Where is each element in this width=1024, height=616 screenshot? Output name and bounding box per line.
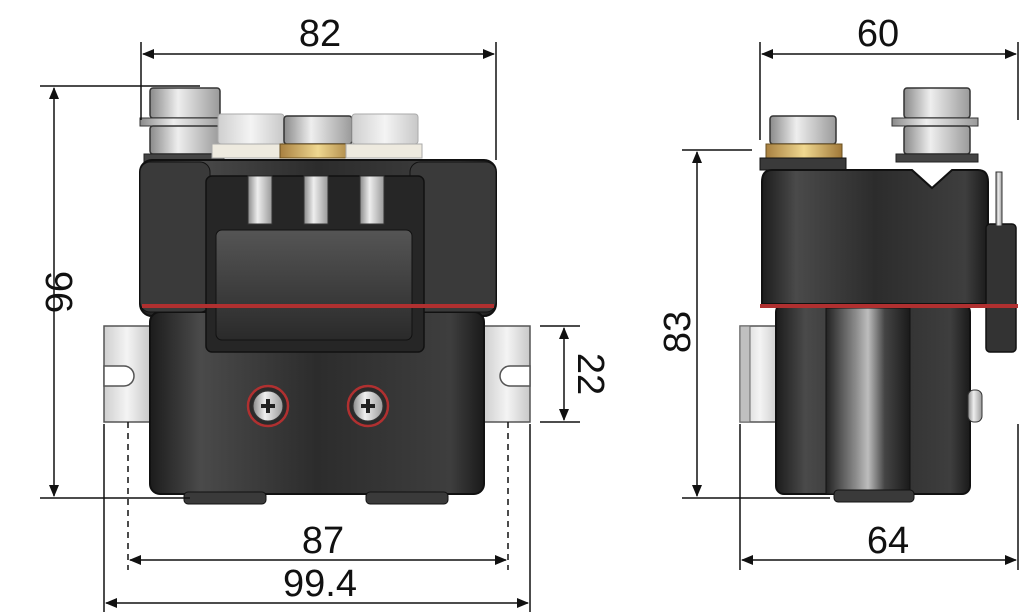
side-view: 60 83 64 <box>657 13 1019 570</box>
front-height-label: 96 <box>37 271 79 313</box>
bracket-width-label: 99.4 <box>283 563 357 605</box>
front-top-width-label: 82 <box>299 13 341 55</box>
side-height-label: 83 <box>657 311 699 353</box>
side-body <box>760 169 1018 503</box>
side-terminal-right <box>891 87 979 163</box>
front-body <box>139 159 497 505</box>
side-mounting-bracket <box>739 325 781 423</box>
front-screw-left <box>246 384 290 428</box>
front-mounting-bracket <box>103 325 531 423</box>
side-top-width-label: 60 <box>857 13 899 55</box>
side-terminal-left <box>759 115 847 171</box>
front-spade-terminals <box>247 175 385 225</box>
front-terminal-mid-left <box>211 113 289 159</box>
front-dimensions <box>40 42 580 612</box>
front-terminal-center <box>279 115 357 159</box>
front-terminal-left <box>139 87 225 163</box>
bracket-slot-height-label: 22 <box>569 353 611 395</box>
front-terminal-mid-right <box>345 113 423 159</box>
front-view: 82 96 22 87 99.4 <box>37 13 611 612</box>
hole-spacing-label: 87 <box>302 520 344 562</box>
front-screw-right <box>346 384 390 428</box>
side-bottom-width-label: 64 <box>867 520 909 562</box>
side-dimensions <box>682 42 1019 570</box>
